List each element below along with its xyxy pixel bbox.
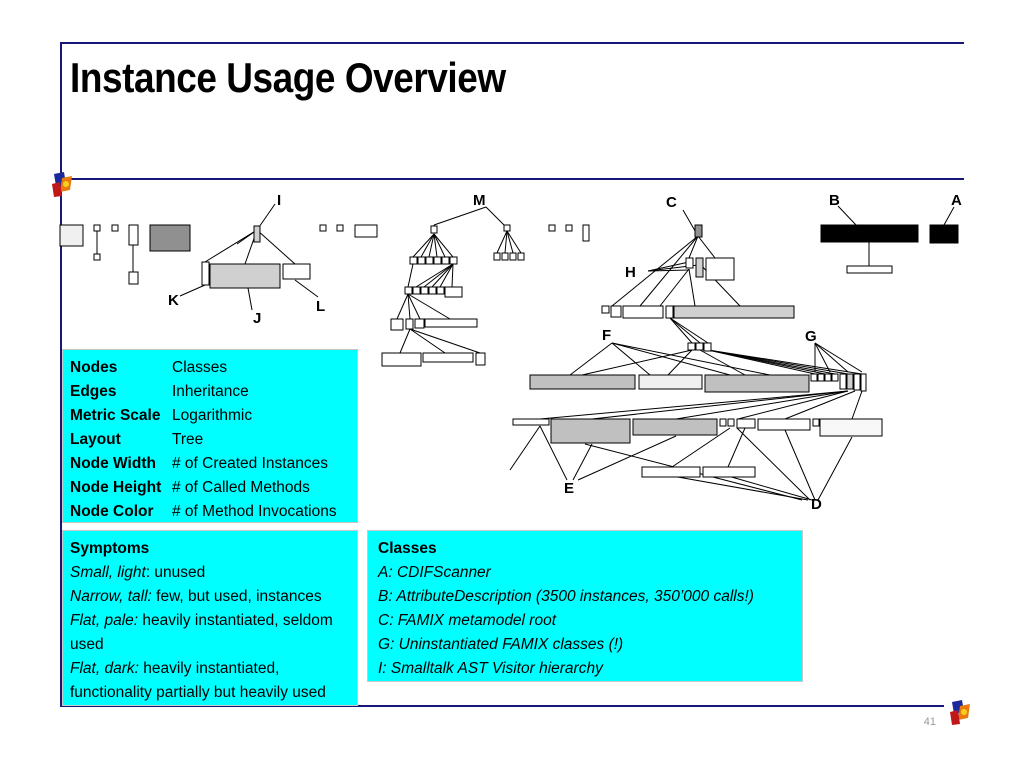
class-item-text: A: CDIFScanner: [378, 564, 491, 581]
node-label-d: D: [811, 496, 822, 513]
symptom-desc: heavily instantiated, seldom used: [70, 612, 333, 653]
symptom-desc: unused: [150, 564, 206, 581]
graph-edges: [96, 203, 955, 501]
page-title: Instance Usage Overview: [70, 54, 506, 101]
node-label-j: J: [253, 310, 261, 327]
footer-rule: [60, 705, 944, 707]
graph-node-labels: I M C B A H F G K J L E D: [168, 192, 962, 513]
symptom-desc: heavily instantiated, functionality part…: [70, 660, 326, 701]
legend-key: Metric Scale: [70, 407, 161, 424]
symptom-item: Flat, pale: heavily instantiated, seldom…: [70, 609, 349, 657]
node-label-a: A: [951, 192, 962, 209]
class-item-text: B: AttributeDescription (3500 instances,…: [378, 588, 754, 605]
legend-key: Edges: [70, 383, 117, 400]
classes-box: Classes A: CDIFScanner B: AttributeDescr…: [367, 530, 803, 682]
symptom-term: Small, light: [70, 564, 146, 581]
class-item: G: Uninstantiated FAMIX classes (!): [378, 633, 794, 657]
symptom-item: Narrow, tall: few, but used, instances: [70, 585, 349, 609]
node-label-f: F: [602, 327, 611, 344]
node-label-i: I: [277, 192, 281, 209]
class-item: A: CDIFScanner: [378, 561, 794, 585]
symptom-sep: :: [145, 564, 151, 581]
legend-box: Nodes Classes Edges Inheritance Metric Sca…: [62, 349, 358, 523]
node-label-k: K: [168, 292, 179, 309]
symptom-item: Small, light: unused: [70, 561, 349, 585]
legend-key: Layout: [70, 431, 121, 448]
class-item: B: AttributeDescription (3500 instances,…: [378, 585, 794, 609]
symptom-item: Flat, dark: heavily instantiated, functi…: [70, 657, 349, 705]
legend-value: Classes: [172, 359, 228, 376]
class-item: I: Smalltalk AST Visitor hierarchy: [378, 657, 794, 681]
legend-row: Layout Tree: [70, 428, 357, 452]
legend-key: Node Height: [70, 479, 162, 496]
legend-value: # of Created Instances: [172, 455, 328, 472]
legend-row: Node Width # of Created Instances: [70, 452, 357, 476]
logo-icon: [52, 172, 72, 197]
legend-value: Logarithmic: [172, 407, 253, 424]
page-number: 41: [923, 716, 936, 728]
symptoms-box: Symptoms Small, light: unused Narrow, ta…: [62, 530, 358, 706]
class-item-text: C: FAMIX metamodel root: [378, 612, 557, 629]
top-rule: [60, 42, 964, 44]
symptom-term: Narrow, tall:: [70, 588, 152, 605]
left-rule: [60, 42, 62, 706]
class-item-text: G: Uninstantiated FAMIX classes (!): [378, 636, 624, 653]
legend-key: Nodes: [70, 359, 118, 376]
legend-value: # of Called Methods: [172, 479, 310, 496]
legend-value: Tree: [172, 431, 204, 448]
legend-value: # of Method Invocations: [172, 503, 337, 520]
node-label-l: L: [316, 298, 325, 315]
node-label-c: C: [666, 194, 677, 211]
symptom-term: Flat, dark:: [70, 660, 139, 677]
logo-icon: [950, 700, 970, 725]
class-item-text: I: Smalltalk AST Visitor hierarchy: [378, 660, 603, 677]
legend-row: Nodes Classes: [70, 356, 357, 380]
symptom-desc: few, but used, instances: [151, 588, 322, 605]
class-item: C: FAMIX metamodel root: [378, 609, 794, 633]
legend-row: Edges Inheritance: [70, 380, 357, 404]
node-label-e: E: [564, 480, 574, 497]
legend-key: Node Width: [70, 455, 156, 472]
legend-key: Node Color: [70, 503, 154, 520]
legend-row: Node Height # of Called Methods: [70, 476, 357, 500]
node-label-m: M: [473, 192, 486, 209]
title-underline: [60, 178, 964, 180]
node-label-g: G: [805, 328, 817, 345]
node-label-h: H: [625, 264, 636, 281]
symptom-term: Flat, pale:: [70, 612, 139, 629]
symptoms-heading: Symptoms: [70, 540, 150, 557]
classes-heading: Classes: [378, 540, 437, 557]
node-label-b: B: [829, 192, 840, 209]
legend-row: Node Color # of Method Invocations: [70, 500, 357, 524]
legend-row: Metric Scale Logarithmic: [70, 404, 357, 428]
graph-nodes: [59, 224, 959, 478]
legend-value: Inheritance: [172, 383, 249, 400]
